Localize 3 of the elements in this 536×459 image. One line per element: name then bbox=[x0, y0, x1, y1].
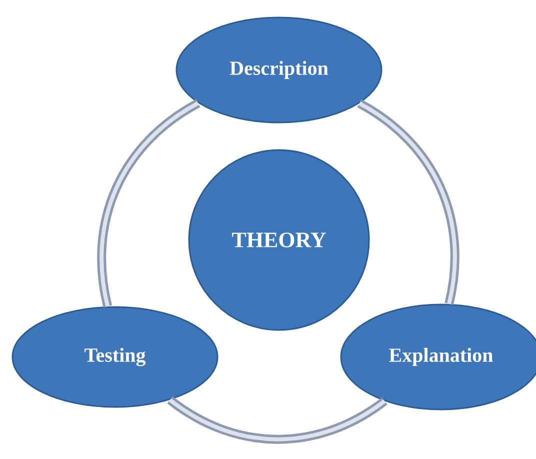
ring-arc bbox=[167, 396, 388, 444]
ring-arc bbox=[97, 99, 200, 308]
ring-arc bbox=[357, 100, 460, 305]
